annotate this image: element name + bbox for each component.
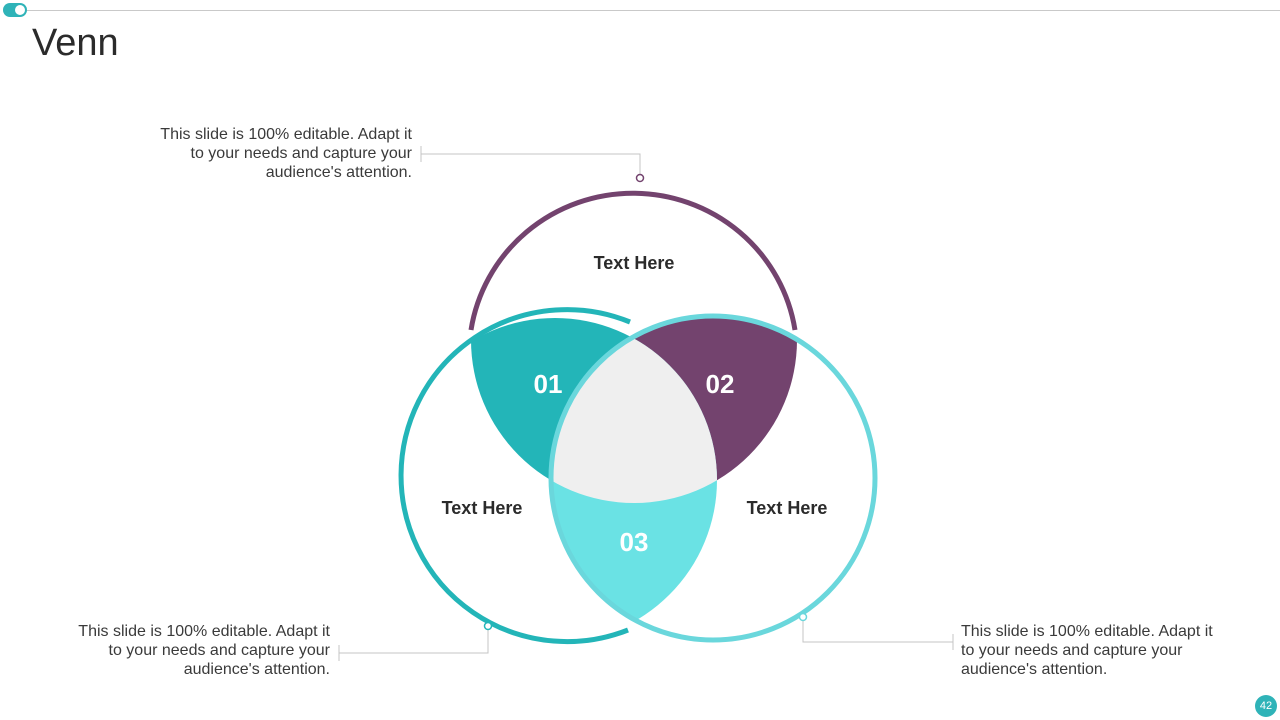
connector-top-left [421,153,641,178]
intersection-01-number: 01 [534,369,563,399]
callout-line: audience's attention. [265,164,412,181]
center-region [551,318,717,503]
callout-bottom-left: This slide is 100% editable. Adapt it to… [40,622,330,679]
set-right-label: Text Here [747,498,828,518]
set-right-outline [548,313,878,643]
callout-line: to your needs and capture your [190,145,412,162]
connector-dot-right [798,612,808,622]
connector-dot-left [483,621,493,631]
toggle-icon [3,3,27,17]
connector-bottom-right [802,617,953,643]
connector-bottom-left [339,626,489,654]
set-top-outline [468,190,798,331]
callout-line: audience's attention. [183,661,330,678]
callout-line: This slide is 100% editable. Adapt it [160,126,412,143]
page-number-badge: 42 [1255,695,1277,717]
intersection-02-number: 02 [706,369,735,399]
callout-bottom-right: This slide is 100% editable. Adapt it to… [961,622,1261,679]
callout-line: audience's attention. [961,661,1108,678]
set-top-label: Text Here [594,253,675,273]
intersection-03-number: 03 [620,527,649,557]
callout-top-left: This slide is 100% editable. Adapt it to… [120,125,412,182]
callout-line: This slide is 100% editable. Adapt it [961,623,1213,640]
set-left-outline [398,307,631,645]
connector-dot-top [635,173,645,183]
callout-line: to your needs and capture your [961,642,1183,659]
header-divider [26,10,1280,11]
set-left-label: Text Here [442,498,523,518]
slide-title: Venn [32,22,119,64]
callout-line: This slide is 100% editable. Adapt it [78,623,330,640]
callout-line: to your needs and capture your [108,642,330,659]
